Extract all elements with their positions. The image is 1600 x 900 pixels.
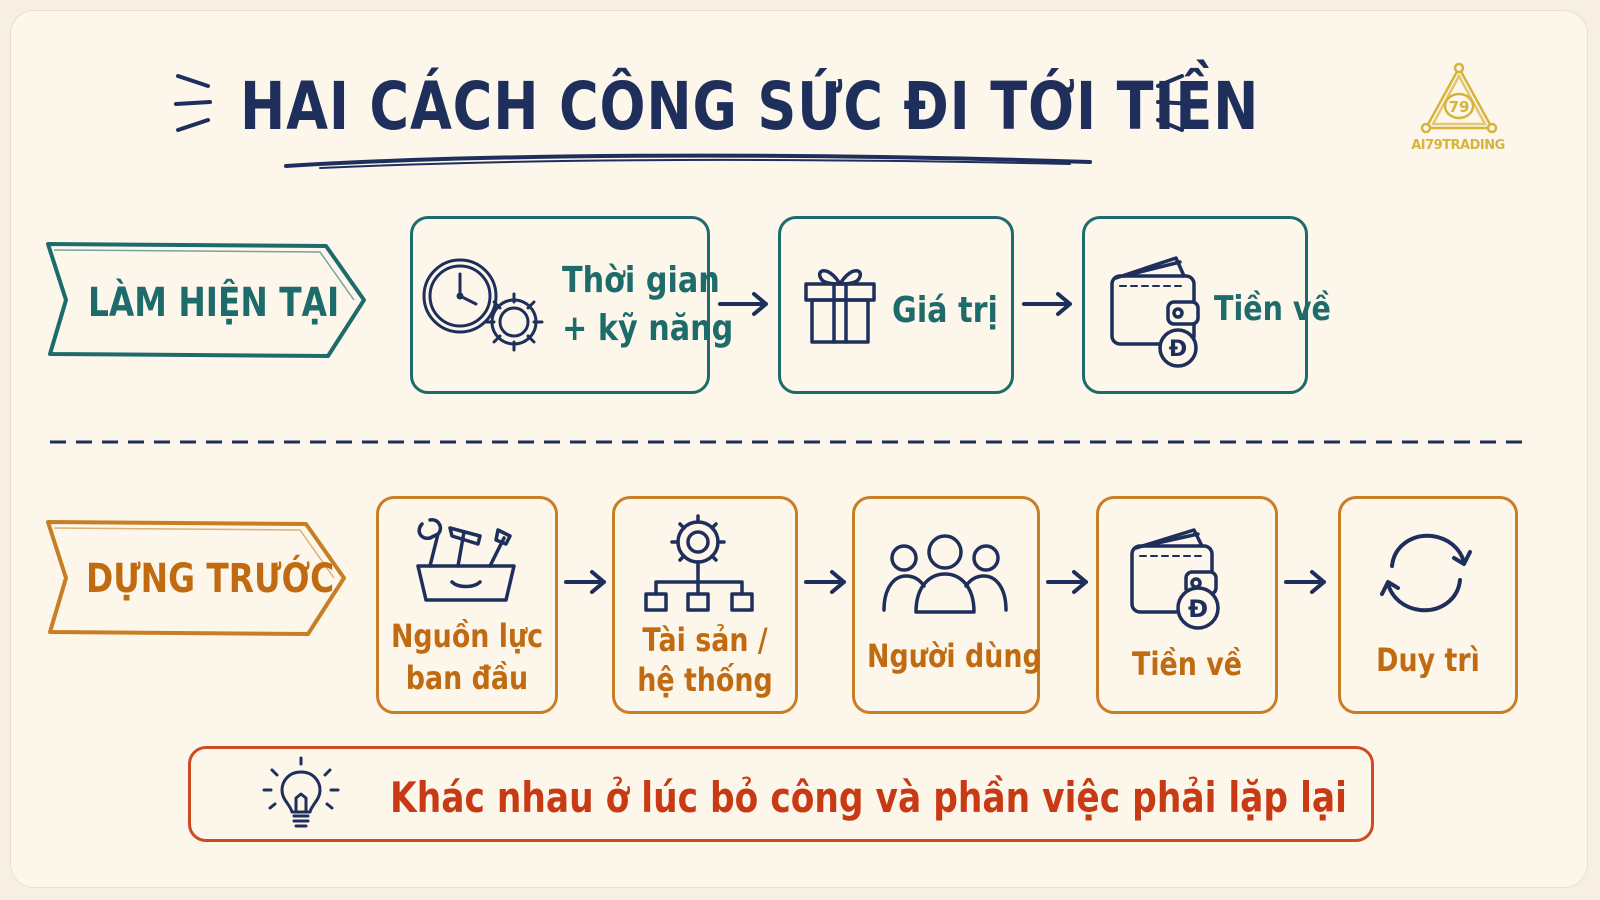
arrow-icon — [1046, 570, 1088, 594]
arrow-icon — [1022, 292, 1072, 316]
coin-symbol: Đ — [1188, 595, 1208, 623]
build-step1-line1: Nguồn lực — [390, 617, 544, 655]
build-step3-line1: Người dùng — [867, 637, 1042, 675]
build-step2-line1: Tài sản / — [642, 621, 768, 659]
now-step-money — [1082, 216, 1308, 394]
wallet-coin-icon: Đ — [1130, 528, 1220, 630]
title-decoration-left — [174, 74, 212, 132]
now-step3-line1: Tiền về — [1214, 289, 1331, 329]
lightbulb-icon — [262, 756, 340, 828]
people-icon — [882, 534, 1008, 614]
arrow-icon — [718, 292, 768, 316]
logo-text: AI79TRADING — [1411, 138, 1505, 153]
arrow-icon — [804, 570, 846, 594]
toolbox-icon — [416, 518, 516, 602]
logo-number: 79 — [1449, 98, 1470, 116]
banner-now-label: LÀM HIỆN TẠI — [88, 280, 340, 326]
arrow-icon — [564, 570, 606, 594]
now-step-value — [778, 216, 1014, 394]
banner-build — [46, 520, 346, 636]
clock-gear-icon — [422, 258, 544, 352]
build-step1-line2: ban đầu — [405, 659, 529, 697]
takeaway-box — [188, 746, 1374, 842]
gift-icon — [804, 269, 876, 344]
refresh-cycle-icon — [1380, 533, 1472, 613]
now-step1-line1: Thời gian — [562, 260, 720, 301]
title-underline — [284, 153, 1092, 169]
build-step-assets — [612, 496, 798, 714]
gear-hierarchy-icon — [644, 514, 754, 612]
build-step2-line2: hệ thống — [637, 661, 773, 699]
coin-symbol: Đ — [1169, 337, 1187, 362]
banner-now — [46, 242, 366, 358]
build-step-maintain — [1338, 496, 1518, 714]
now-step2-line1: Giá trị — [892, 290, 998, 331]
page-title: HAI CÁCH CÔNG SỨC ĐI TỚI TIỀN — [240, 68, 1260, 145]
now-step1-line2: + kỹ năng — [562, 308, 734, 349]
build-step4-line1: Tiền về — [1131, 645, 1243, 683]
title-decoration-right — [1156, 74, 1196, 132]
section-divider — [50, 440, 1526, 444]
wallet-coin-icon: Đ — [1110, 256, 1200, 368]
takeaway-text: Khác nhau ở lúc bỏ công và phần việc phả… — [390, 773, 1347, 822]
now-step-time-skill — [410, 216, 710, 394]
banner-build-label: DỰNG TRƯỚC — [86, 556, 335, 602]
arrow-icon — [1284, 570, 1326, 594]
build-step5-line1: Duy trì — [1376, 641, 1480, 679]
logo-icon: 79 — [1420, 62, 1498, 134]
build-step-resources — [376, 496, 558, 714]
